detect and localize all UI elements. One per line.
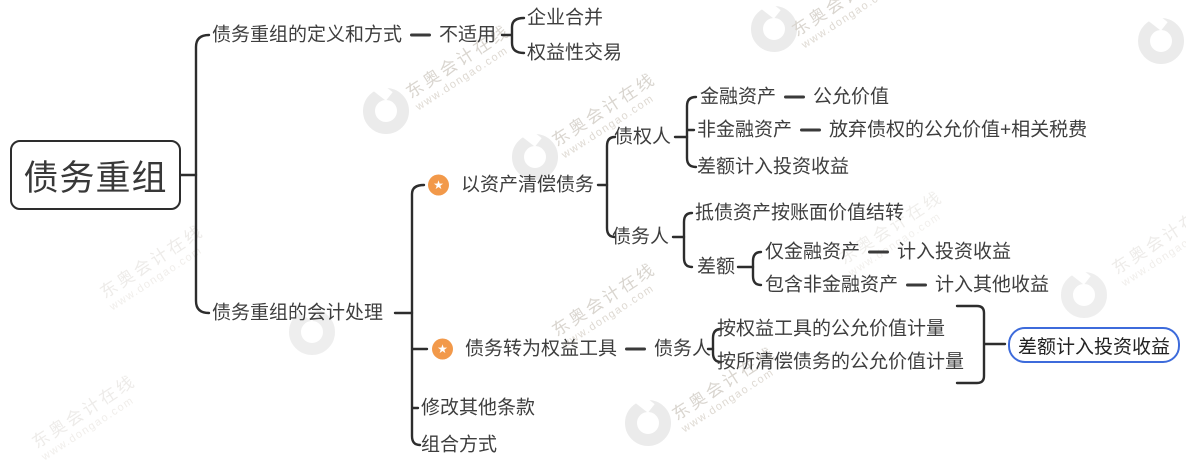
dash-connector	[410, 33, 432, 37]
measure-by-debt-label: 按所清偿债务的公允价值计量	[717, 351, 965, 373]
merger-node: 企业合并	[527, 9, 603, 28]
debt-to-equity-debtor-label: 债务人	[654, 338, 712, 360]
dash-connector	[906, 283, 928, 287]
creditor-financial-row: 金融资产 公允价值	[700, 88, 889, 107]
dash-connector	[784, 95, 806, 99]
modify-terms-label: 修改其他条款	[421, 397, 536, 419]
modify-terms-node: 修改其他条款	[421, 399, 535, 418]
star-icon: ★	[432, 338, 453, 360]
debtor-carryover-node: 抵债资产按账面价值结转	[695, 204, 904, 223]
measure-by-equity-label: 按权益工具的公允价值计量	[717, 318, 946, 340]
definition-branch-label: 债务重组的定义和方式	[212, 24, 403, 46]
result-highlight-node: 差额计入投资收益	[1008, 327, 1180, 363]
creditor-nonfinancial-row: 非金融资产 放弃债权的公允价值+相关税费	[697, 121, 1087, 140]
result-highlight-label: 差额计入投资收益	[1017, 336, 1170, 358]
asset-settlement-label: 以资产清偿债务	[461, 174, 595, 196]
difference-financial-only-row: 仅金融资产 计入投资收益	[765, 243, 1011, 262]
combination-label: 组合方式	[421, 434, 498, 456]
creditor-label: 债权人	[614, 126, 672, 148]
debtor-label: 债务人	[612, 226, 670, 248]
root-node: 债务重组	[10, 140, 181, 210]
debtor-carryover-label: 抵债资产按账面价值结转	[695, 202, 905, 224]
creditor-difference-node: 差额计入投资收益	[697, 158, 849, 177]
not-applicable-label: 不适用	[439, 24, 497, 46]
definition-branch-row: 债务重组的定义和方式 不适用	[212, 26, 496, 45]
merger-label: 企业合并	[527, 7, 604, 29]
fair-value-label: 公允价值	[813, 86, 890, 108]
dash-connector	[868, 250, 890, 254]
combination-node: 组合方式	[421, 436, 497, 455]
measure-by-equity-node: 按权益工具的公允价值计量	[717, 320, 945, 339]
accounting-branch-row: 债务重组的会计处理	[212, 304, 383, 323]
creditor-node: 债权人	[614, 128, 671, 147]
dongao-logo-watermark	[1061, 272, 1107, 318]
debt-to-equity-label: 债务转为权益工具	[465, 338, 618, 360]
dash-connector	[625, 347, 647, 351]
creditor-difference-label: 差额计入投资收益	[697, 156, 850, 178]
equity-transaction-node: 权益性交易	[527, 44, 622, 63]
financial-only-label: 仅金融资产	[765, 241, 861, 263]
equity-transaction-label: 权益性交易	[527, 42, 623, 64]
nonfinancial-asset-label: 非金融资产	[697, 119, 793, 141]
star-icon: ★	[428, 174, 449, 196]
difference-with-nonfinancial-row: 包含非金融资产 计入其他收益	[765, 276, 1049, 295]
root-node-label: 债务重组	[23, 158, 168, 198]
waived-claim-value-label: 放弃债权的公允价值+相关税费	[829, 119, 1088, 141]
asset-settlement-row: ★ 以资产清偿债务	[428, 174, 595, 196]
debtor-difference-node: 差额	[697, 258, 735, 277]
debtor-difference-label: 差额	[697, 256, 736, 278]
accounting-branch-label: 债务重组的会计处理	[212, 302, 384, 324]
measure-by-debt-node: 按所清偿债务的公允价值计量	[717, 353, 964, 372]
other-income-label: 计入其他收益	[935, 274, 1050, 296]
debtor-node: 债务人	[612, 228, 669, 247]
financial-asset-label: 金融资产	[700, 86, 777, 108]
investment-income-label: 计入投资收益	[897, 241, 1012, 263]
with-nonfinancial-label: 包含非金融资产	[765, 274, 899, 296]
debt-to-equity-row: ★ 债务转为权益工具 债务人	[432, 338, 712, 360]
dash-connector	[800, 128, 822, 132]
